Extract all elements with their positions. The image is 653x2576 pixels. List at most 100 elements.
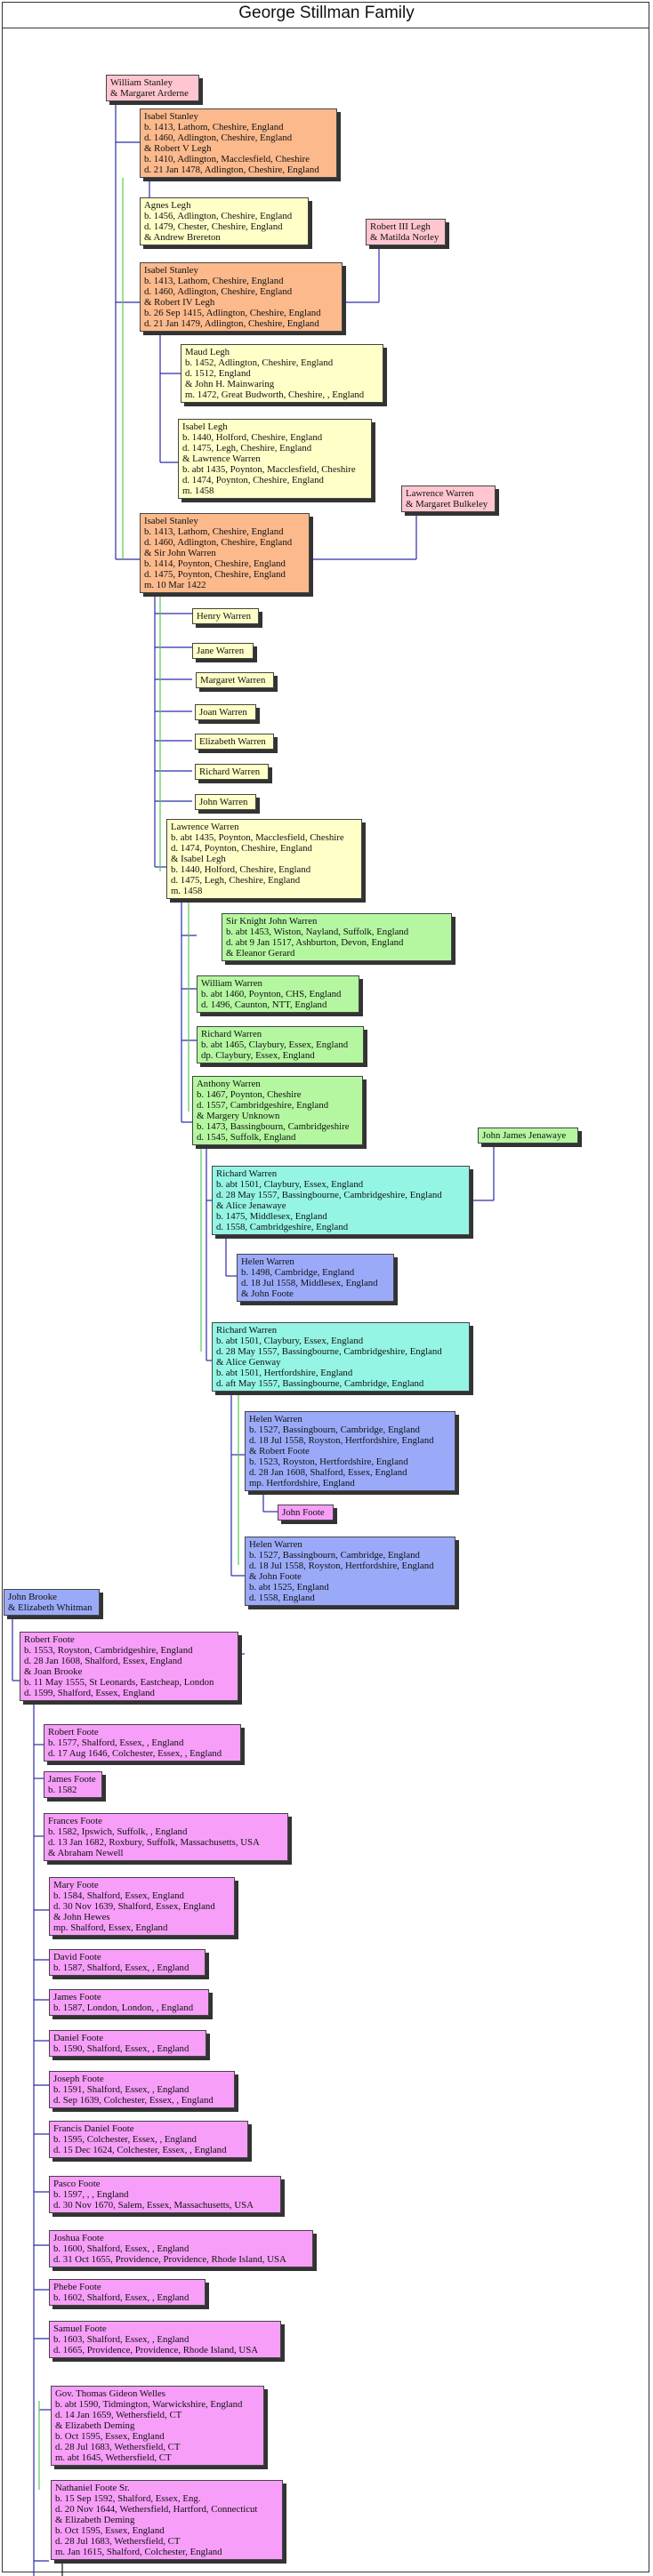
person-name: Joseph Foote xyxy=(53,2074,104,2084)
person-detail: & John Foote xyxy=(241,1288,294,1299)
person-name: Lawrence Warren xyxy=(406,488,474,499)
person-detail: d. 1474, Poynton, Cheshire, England xyxy=(182,475,324,486)
person-detail: d. 1665, Providence, Providence, Rhode I… xyxy=(53,2345,258,2355)
person-name: Richard Warren xyxy=(201,1029,262,1039)
person-detail: b. abt 1435, Poynton, Macclesfield, Ches… xyxy=(171,832,344,843)
person-detail: b. 1527, Bassingbourn, Cambridge, Englan… xyxy=(249,1424,420,1435)
person-box-jane-warren[interactable]: Jane Warren xyxy=(192,643,254,659)
person-detail: dp. Claybury, Essex, England xyxy=(201,1050,315,1061)
person-detail: & Joan Brooke xyxy=(24,1666,83,1677)
person-detail: b. 26 Sep 1415, Adlington, Cheshire, Eng… xyxy=(144,308,321,318)
person-detail: b. 1553, Royston, Cambridgeshire, Englan… xyxy=(24,1645,193,1656)
person-name: David Foote xyxy=(53,1952,101,1962)
person-detail: b. 1600, Shalford, Essex, , England xyxy=(53,2243,189,2254)
person-detail: d. 1460, Adlington, Cheshire, England xyxy=(144,537,293,548)
person-detail: & Robert IV Legh xyxy=(144,297,215,308)
person-detail: b. abt 1465, Claybury, Essex, England xyxy=(201,1039,349,1050)
person-detail: b. abt 1525, England xyxy=(249,1582,329,1593)
person-detail: d. 1558, Cambridgeshire, England xyxy=(216,1222,349,1232)
person-box-john-warren[interactable]: John Warren xyxy=(195,794,256,810)
person-box-john-foote[interactable]: John Foote xyxy=(278,1505,334,1521)
person-detail: b. Oct 1595, Essex, England xyxy=(55,2431,165,2442)
person-detail: m. abt 1645, Wethersfield, CT xyxy=(55,2452,172,2463)
person-box-william-stanley[interactable]: William Stanley& Margaret Arderne xyxy=(106,75,199,101)
person-name: Gov. Thomas Gideon Welles xyxy=(55,2388,165,2399)
person-box-nathaniel-foote[interactable]: Nathaniel Foote Sr.b. 15 Sep 1592, Shalf… xyxy=(51,2480,283,2560)
person-detail: m. 1458 xyxy=(171,886,203,896)
person-box-joan-warren[interactable]: Joan Warren xyxy=(195,704,256,720)
person-box-robert-iii-legh[interactable]: Robert III Legh& Matilda Norley xyxy=(366,219,446,245)
person-box-richard-warren-a[interactable]: Richard Warren xyxy=(195,764,269,780)
person-detail: & Eleanor Gerard xyxy=(226,948,295,959)
person-detail: b. 1467, Poynton, Cheshire xyxy=(197,1089,302,1100)
person-box-elizabeth-warren[interactable]: Elizabeth Warren xyxy=(195,734,274,750)
person-detail: & Elizabeth Whitman xyxy=(8,1602,93,1613)
person-detail: d. aft May 1557, Bassingbourne, Cambridg… xyxy=(216,1378,424,1389)
person-detail: m. 10 Mar 1422 xyxy=(144,580,206,590)
person-name: Richard Warren xyxy=(216,1325,278,1336)
person-name: Nathaniel Foote Sr. xyxy=(55,2483,130,2493)
person-detail: b. 1587, Shalford, Essex, , England xyxy=(53,1962,189,1973)
person-detail: d. 21 Jan 1478, Adlington, Cheshire, Eng… xyxy=(144,165,319,175)
person-detail: b. 1597, , , England xyxy=(53,2189,129,2200)
person-detail: d. 1475, Legh, Cheshire, England xyxy=(171,875,301,886)
person-detail: d. 28 May 1557, Bassingbourne, Cambridge… xyxy=(216,1346,442,1357)
person-detail: d. 20 Nov 1644, Wethersfield, Hartford, … xyxy=(55,2504,258,2515)
person-box-john-james-jenawaye[interactable]: John James Jenawaye xyxy=(478,1128,578,1144)
person-detail: b. 1414, Poynton, Cheshire, England xyxy=(144,558,286,569)
person-detail: d. 28 Jan 1608, Shalford, Essex, England xyxy=(249,1467,407,1478)
person-detail: & Alice Genway xyxy=(216,1357,281,1368)
person-name: James Foote xyxy=(48,1774,96,1785)
person-name: Isabel Stanley xyxy=(144,265,198,276)
person-detail: b. 1591, Shalford, Essex, , England xyxy=(53,2084,189,2095)
person-box-lawrence-warren-parent[interactable]: Lawrence Warren& Margaret Bulkeley xyxy=(401,486,496,512)
person-box-margaret-warren[interactable]: Margaret Warren xyxy=(196,672,274,688)
person-box-henry-warren[interactable]: Henry Warren xyxy=(192,608,259,624)
person-detail: & Margaret Bulkeley xyxy=(406,499,488,510)
person-detail: b. Oct 1595, Essex, England xyxy=(55,2525,165,2536)
person-detail: m. Jan 1615, Shalford, Colchester, Engla… xyxy=(55,2547,222,2557)
person-detail: d. 31 Oct 1655, Providence, Providence, … xyxy=(53,2254,286,2265)
person-name: Jane Warren xyxy=(197,646,245,656)
person-name: Joan Warren xyxy=(199,707,247,718)
person-detail: d. 18 Jul 1558, Middlesex, England xyxy=(241,1278,378,1288)
person-name: Pasco Foote xyxy=(53,2179,101,2189)
person-box-john-brooke[interactable]: John Brooke& Elizabeth Whitman xyxy=(4,1589,100,1616)
person-name: Joshua Foote xyxy=(53,2233,104,2243)
person-detail: & Sir John Warren xyxy=(144,548,216,558)
person-detail: b. 1577, Shalford, Essex, , England xyxy=(48,1737,184,1748)
person-detail: d. 1479, Chester, Cheshire, England xyxy=(144,221,283,232)
